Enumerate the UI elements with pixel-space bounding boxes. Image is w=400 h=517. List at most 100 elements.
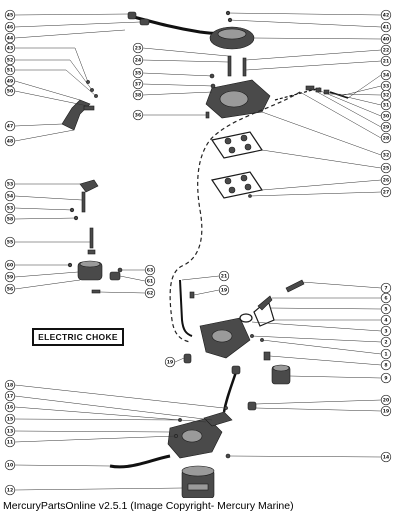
- callout-c42: 42: [380, 9, 392, 21]
- callout-number: 51: [7, 68, 13, 74]
- callout-number: 21: [383, 59, 389, 65]
- callout-c29: 29: [380, 121, 392, 133]
- callout-c7: 7: [380, 282, 392, 294]
- fuel-line-route: [169, 91, 301, 343]
- callout-c19: 19: [218, 284, 230, 296]
- callout-number: 17: [7, 394, 13, 400]
- callout-c14: 14: [380, 451, 392, 463]
- callout-c31: 31: [380, 99, 392, 111]
- callout-number: 30: [383, 114, 389, 120]
- callout-c24: 24: [132, 54, 144, 66]
- callout-number: 34: [383, 73, 389, 79]
- callout-number: 29: [383, 125, 389, 131]
- callout-c60: 60: [4, 259, 16, 271]
- callout-number: 20: [383, 398, 389, 404]
- callout-number: 56: [7, 287, 13, 293]
- callout-c53b: 53: [4, 202, 16, 214]
- callout-c27: 27: [380, 186, 392, 198]
- callout-c56: 56: [4, 283, 16, 295]
- callout-c30: 30: [380, 110, 392, 122]
- callout-c1: 1: [380, 348, 392, 360]
- callout-number: 7: [384, 286, 387, 292]
- callout-c35: 35: [132, 67, 144, 79]
- callout-c3: 3: [380, 325, 392, 337]
- callout-c2: 2: [380, 336, 392, 348]
- callout-c44: 44: [4, 32, 16, 44]
- callout-c54: 54: [4, 190, 16, 202]
- callout-number: 12: [7, 488, 13, 494]
- callout-c33: 33: [380, 80, 392, 92]
- carburetor-gaskets: [211, 131, 263, 199]
- callout-number: 60: [7, 263, 13, 269]
- callout-number: 27: [383, 190, 389, 196]
- callout-number: 61: [147, 279, 153, 285]
- callout-c19c: 19: [380, 405, 392, 417]
- callout-number: 13: [7, 429, 13, 435]
- callout-c22: 22: [380, 44, 392, 56]
- callout-number: 50: [7, 89, 13, 95]
- callout-number: 9: [384, 376, 387, 382]
- callout-c13: 13: [4, 425, 16, 437]
- callout-number: 3: [384, 329, 387, 335]
- callout-number: 38: [135, 93, 141, 99]
- callout-number: 49: [7, 79, 13, 85]
- callout-c41: 41: [380, 21, 392, 33]
- callout-c51: 51: [4, 64, 16, 76]
- callout-c10: 10: [4, 459, 16, 471]
- callout-number: 22: [383, 48, 389, 54]
- callout-c18: 18: [4, 379, 16, 391]
- callout-number: 40: [383, 37, 389, 43]
- callout-number: 47: [7, 124, 13, 130]
- callout-number: 36: [135, 113, 141, 119]
- callout-c55: 55: [4, 236, 16, 248]
- callout-number: 42: [383, 13, 389, 19]
- callout-c43: 43: [4, 42, 16, 54]
- callout-number: 46: [7, 25, 13, 31]
- fuel-filter-assembly: [109, 365, 257, 498]
- callout-c34: 34: [380, 69, 392, 81]
- exploded-parts-diagram: 4546444352514950474823243537383642414022…: [4, 9, 392, 498]
- callout-number: 53: [7, 206, 13, 212]
- callout-c25: 25: [380, 162, 392, 174]
- fuel-pump-assembly: [179, 279, 305, 385]
- callout-number: 10: [7, 463, 13, 469]
- callout-number: 19: [167, 360, 173, 366]
- throttle-lever-assembly: [61, 80, 98, 131]
- callout-number: 24: [135, 58, 141, 64]
- callout-number: 45: [7, 13, 13, 19]
- electric-choke-label: ELECTRIC CHOKE: [32, 328, 124, 346]
- callout-number: 26: [383, 178, 389, 184]
- callout-c37: 37: [132, 78, 144, 90]
- callout-c58: 58: [4, 213, 16, 225]
- callout-c50: 50: [4, 85, 16, 97]
- callout-labels: 4546444352514950474823243537383642414022…: [4, 9, 392, 496]
- callout-number: 21: [221, 274, 227, 280]
- callout-number: 48: [7, 139, 13, 145]
- callout-c23: 23: [132, 42, 144, 54]
- callout-number: 63: [147, 268, 153, 274]
- callout-number: 6: [384, 296, 387, 302]
- callout-number: 14: [383, 455, 389, 461]
- callout-number: 19: [383, 409, 389, 415]
- callout-number: 19: [221, 288, 227, 294]
- callout-c5: 5: [380, 303, 392, 315]
- callout-number: 32: [383, 93, 389, 99]
- callout-number: 55: [7, 240, 13, 246]
- callout-c59: 59: [4, 271, 16, 283]
- callout-number: 53: [7, 182, 13, 188]
- callout-number: 54: [7, 194, 13, 200]
- callout-c45: 45: [4, 9, 16, 21]
- callout-c21: 21: [380, 55, 392, 67]
- callout-number: 25: [383, 166, 389, 172]
- callout-c40: 40: [380, 33, 392, 45]
- callout-c11: 11: [4, 436, 16, 448]
- callout-number: 23: [135, 46, 141, 52]
- callout-c47: 47: [4, 120, 16, 132]
- callout-c19b: 19: [164, 356, 176, 368]
- callout-c49: 49: [4, 75, 16, 87]
- callout-number: 31: [383, 103, 389, 109]
- callout-c21b: 21: [218, 270, 230, 282]
- callout-number: 1: [384, 352, 387, 358]
- callout-number: 37: [135, 82, 141, 88]
- callout-number: 41: [383, 25, 389, 31]
